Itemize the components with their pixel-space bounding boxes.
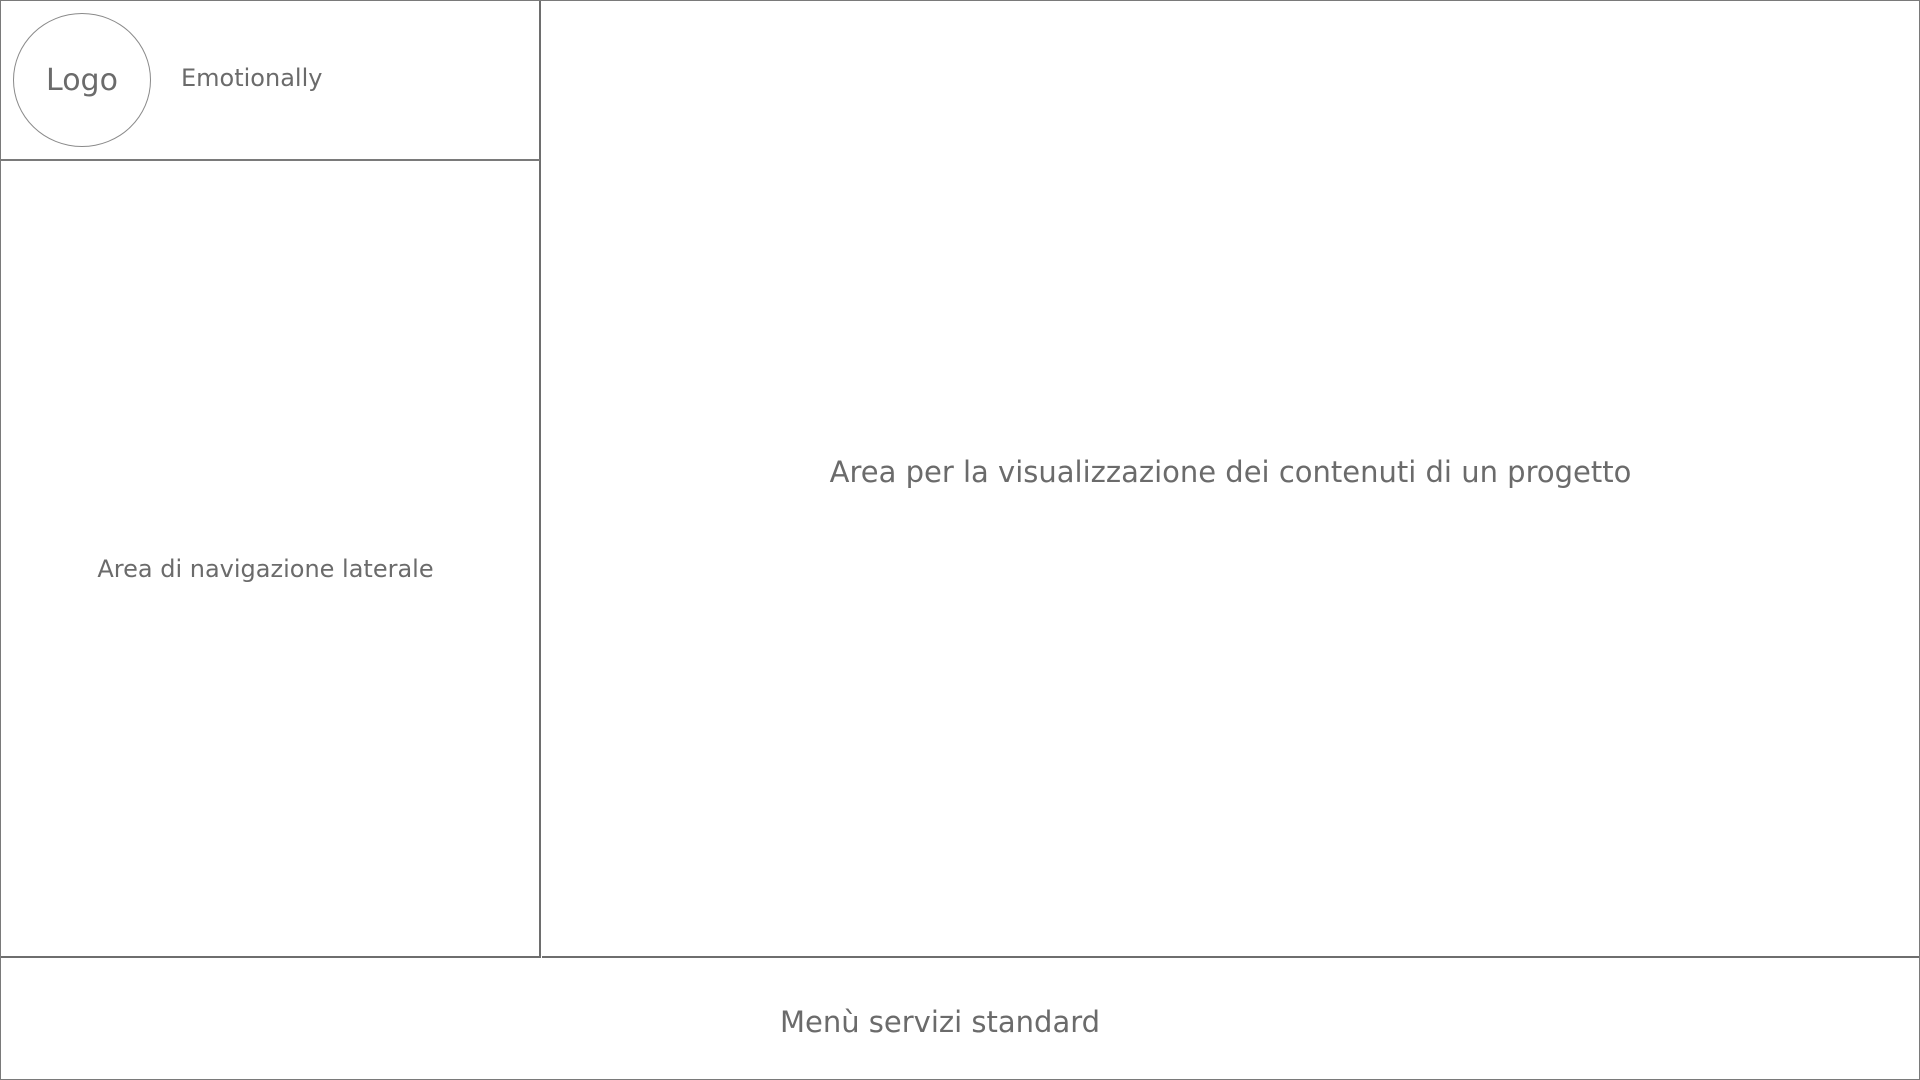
project-content-area: Area per la visualizzazione dei contenut… (542, 1, 1919, 958)
brand-header: Logo Emotionally (1, 1, 540, 161)
sidebar: Logo Emotionally Area di navigazione lat… (1, 1, 541, 958)
standard-services-menu-label: Menù servizi standard (779, 1004, 1101, 1039)
logo-label: Logo (46, 62, 118, 98)
logo[interactable]: Logo (13, 13, 151, 147)
sidebar-navigation-area: Area di navigazione laterale (1, 161, 540, 957)
sidebar-navigation-label: Area di navigazione laterale (97, 555, 434, 583)
project-content-label: Area per la visualizzazione dei contenut… (829, 454, 1632, 489)
standard-services-menu[interactable]: Menù servizi standard (1, 958, 1919, 1079)
app-name: Emotionally (181, 64, 323, 92)
